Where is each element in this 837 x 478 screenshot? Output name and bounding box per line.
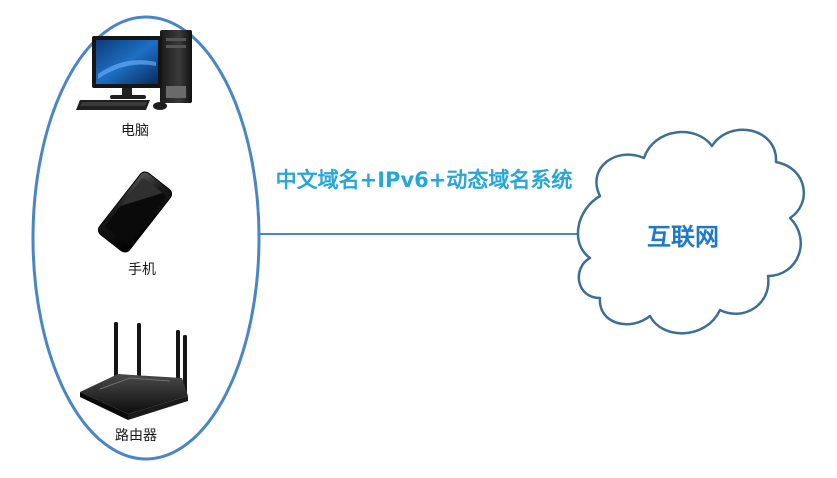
cloud-shape [576, 128, 806, 335]
router-icon [80, 322, 188, 420]
smartphone-icon [97, 171, 173, 253]
desktop-computer-icon [76, 30, 192, 110]
device-group-ellipse [31, 15, 261, 461]
device-label-computer: 电脑 [121, 123, 149, 139]
cloud-icon [576, 128, 806, 335]
device-label-phone: 手机 [128, 262, 156, 278]
link-label: 中文域名+IPv6+动态域名系统 [276, 168, 573, 192]
device-label-router: 路由器 [115, 428, 157, 444]
cloud-label: 互联网 [647, 223, 719, 251]
